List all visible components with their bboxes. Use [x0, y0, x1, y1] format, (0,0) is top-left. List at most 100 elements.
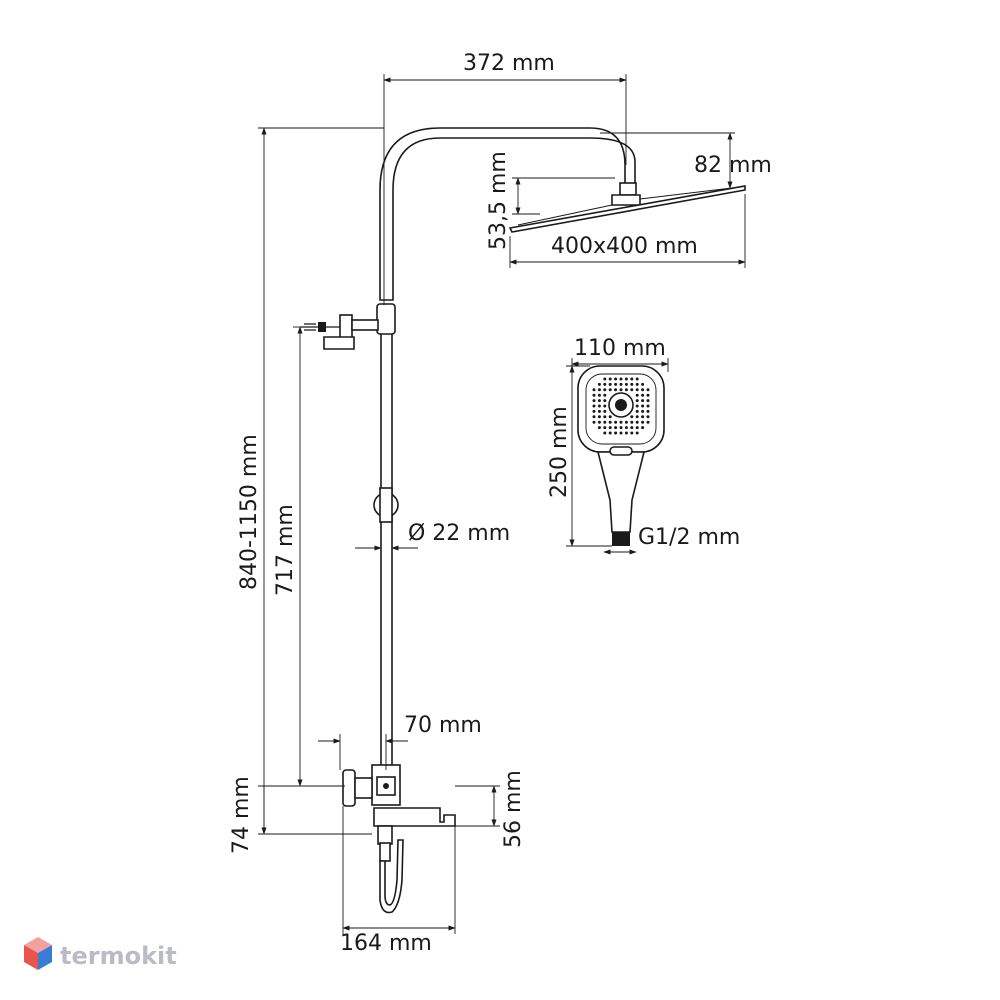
nozzle-dot — [597, 420, 601, 424]
nozzle-dot — [603, 426, 607, 430]
nozzle-dot — [630, 377, 634, 381]
nozzle-dot — [603, 388, 607, 392]
nozzle-dot — [630, 426, 634, 430]
nozzle-dot — [641, 415, 645, 419]
hand-shower — [577, 365, 665, 546]
brand-logo: termokit — [24, 937, 177, 970]
nozzle-dot — [597, 382, 601, 386]
nozzle-dot — [624, 426, 628, 430]
nozzle-dot — [597, 404, 601, 408]
nozzle-dot — [603, 431, 607, 435]
hand-width-label: 110 mm — [574, 336, 666, 361]
nozzle-dot — [641, 409, 645, 413]
nozzle-dot — [619, 382, 623, 386]
mixer-unit — [342, 764, 456, 914]
nozzle-dot — [592, 388, 596, 392]
nozzle-dot — [641, 399, 645, 403]
nozzle-dot — [608, 431, 612, 435]
nozzle-dot — [646, 420, 650, 424]
nozzle-dot — [641, 393, 645, 397]
nozzle-dot — [624, 431, 628, 435]
nozzle-dot — [624, 377, 628, 381]
nozzle-dot — [614, 382, 618, 386]
nozzle-dot — [608, 377, 612, 381]
nozzle-dot — [608, 388, 612, 392]
nozzle-dot — [635, 388, 639, 392]
nozzle-dot — [646, 409, 650, 413]
wall-offset-label: 70 mm — [404, 713, 482, 738]
nozzle-dot — [619, 388, 623, 392]
nozzle-dot — [592, 393, 596, 397]
arm-length-label: 372 mm — [463, 51, 555, 76]
nozzle-dot — [635, 393, 639, 397]
nozzle-dot — [603, 399, 607, 403]
nozzle-dot — [630, 415, 634, 419]
dimension-lines — [258, 74, 746, 934]
spout-height-label: 56 mm — [501, 770, 526, 848]
nozzle-dot — [619, 377, 623, 381]
nozzle-dot — [597, 409, 601, 413]
nozzle-dot — [619, 426, 623, 430]
nozzle-dot — [635, 399, 639, 403]
nozzle-dot — [597, 393, 601, 397]
nozzle-dot — [624, 388, 628, 392]
nozzle-dot — [603, 409, 607, 413]
nozzle-dot — [597, 426, 601, 430]
nozzle-dot — [603, 415, 607, 419]
nozzle-dot — [624, 420, 628, 424]
wall-bracket — [300, 314, 379, 350]
brand-name: termokit — [60, 942, 177, 970]
nozzle-dot — [646, 415, 650, 419]
nozzle-dot — [635, 420, 639, 424]
holder-height-label: 717 mm — [273, 504, 298, 596]
nozzle-dot — [608, 415, 612, 419]
nozzle-dot — [597, 415, 601, 419]
nozzle-dot — [635, 415, 639, 419]
nozzle-dot — [603, 382, 607, 386]
mixer-width-label: 164 mm — [340, 931, 432, 956]
nozzle-dot — [603, 377, 607, 381]
pipe-diameter-label: Ø 22 mm — [408, 521, 510, 546]
nozzle-dot — [630, 420, 634, 424]
nozzle-dot — [592, 404, 596, 408]
nozzle-dot — [635, 409, 639, 413]
nozzle-dot — [614, 377, 618, 381]
nozzle-dot — [608, 420, 612, 424]
nozzle-dot — [603, 393, 607, 397]
nozzle-dot — [608, 426, 612, 430]
nozzle-dot — [597, 388, 601, 392]
nozzle-dot — [641, 420, 645, 424]
nozzle-dot — [641, 426, 645, 430]
hand-thread-label: G1/2 mm — [638, 525, 740, 550]
nozzle-dot — [614, 426, 618, 430]
total-height-label: 840-1150 mm — [237, 434, 262, 590]
nozzle-dot — [624, 382, 628, 386]
nozzle-dot — [592, 415, 596, 419]
nozzle-dot — [619, 431, 623, 435]
nozzle-dot — [619, 420, 623, 424]
nozzle-dot — [603, 404, 607, 408]
nozzle-dot — [603, 420, 607, 424]
nozzle-dot — [592, 399, 596, 403]
nozzle-dot — [641, 382, 645, 386]
nozzle-dot — [635, 382, 639, 386]
nozzle-dot — [614, 388, 618, 392]
nozzle-dot — [630, 382, 634, 386]
nozzle-dot — [646, 393, 650, 397]
nozzle-dot — [614, 431, 618, 435]
nozzle-dot — [635, 426, 639, 430]
nozzle-dot — [592, 420, 596, 424]
nozzle-dot — [635, 431, 639, 435]
nozzle-dot — [641, 404, 645, 408]
nozzle-height-label: 53,5 mm — [486, 151, 511, 250]
head-height-label: 82 mm — [694, 153, 772, 178]
nozzle-dot — [597, 399, 601, 403]
mixer-height-label: 74 mm — [229, 776, 254, 854]
nozzle-dot — [635, 404, 639, 408]
nozzle-dot — [630, 388, 634, 392]
hand-shower-nozzles — [592, 377, 650, 435]
nozzle-dot — [630, 431, 634, 435]
nozzle-dot — [641, 388, 645, 392]
nozzle-dot — [614, 420, 618, 424]
